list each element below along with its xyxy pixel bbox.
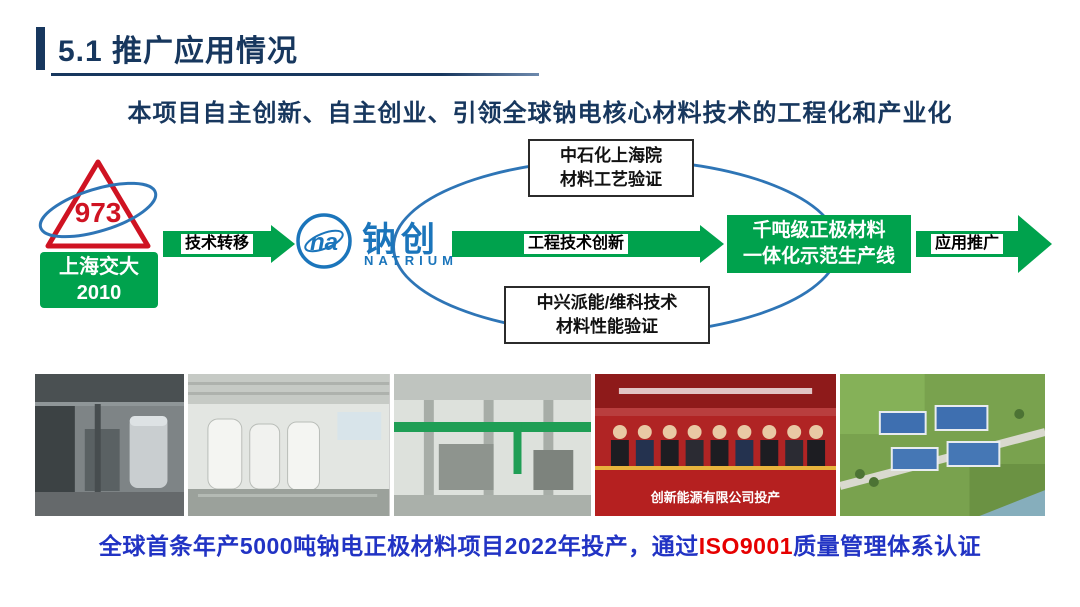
arrow-tech-transfer-label: 技术转移 (180, 234, 253, 254)
program-973-logo-icon: 973 (38, 159, 158, 249)
validation-box-top-line1: 中石化上海院 (560, 146, 662, 165)
program-973-number: 973 (75, 197, 122, 228)
photo-strip: 创新能源有限公司投产 (35, 374, 1045, 516)
photo-factory-tanks (188, 374, 390, 516)
photo-factory-equipment (35, 374, 185, 516)
arrow-application-promotion: 应用推广 (916, 215, 1052, 273)
validation-box-bottom-line1: 中兴派能/维科技术 (536, 293, 678, 312)
title-underline (51, 73, 539, 76)
slide-subtitle: 本项目自主创新、自主创业、引领全球钠电核心材料技术的工程化和产业化 (127, 100, 953, 127)
caption-iso-highlight: ISO9001 (698, 533, 794, 559)
arrow-right-icon (1018, 215, 1052, 273)
photo-factory-green-pipe (393, 374, 591, 516)
result-box-line1: 千吨级正极材料 (752, 220, 886, 242)
arrow-engineering-innovation-body: 工程技术创新 (452, 231, 700, 257)
arrow-right-icon (271, 225, 295, 263)
arrow-tech-transfer: 技术转移 (163, 225, 295, 263)
title-accent-bar (36, 27, 45, 70)
result-box-line2: 一体化示范生产线 (742, 246, 895, 267)
arrow-tech-transfer-body: 技术转移 (163, 231, 271, 257)
arrow-engineering-innovation: 工程技术创新 (452, 225, 724, 263)
ceremony-people (610, 425, 825, 470)
validation-box-bottom-line2: 材料性能验证 (556, 316, 658, 336)
arrow-right-icon (700, 225, 724, 263)
validation-box-top-line2: 材料工艺验证 (560, 169, 662, 189)
photo-opening-ceremony: 创新能源有限公司投产 (594, 374, 836, 516)
validation-box-bottom: 中兴派能/维科技术 材料性能验证 (504, 286, 710, 344)
photo-aerial-industrial-park (839, 374, 1045, 516)
arrow-application-promotion-label: 应用推广 (930, 234, 1003, 254)
bottom-caption: 全球首条年产5000吨钠电正极材料项目2022年投产，通过ISO9001质量管理… (0, 527, 1080, 561)
source-org-name: 上海交大 (59, 256, 139, 278)
validation-box-top: 中石化上海院 材料工艺验证 (528, 139, 694, 197)
ceremony-banner-text: 创新能源有限公司投产 (650, 490, 780, 505)
caption-text-lead: 全球首条年产5000吨钠电正极材料项目2022年投产，通过 (98, 533, 699, 559)
source-org-box: 上海交大 2010 (40, 252, 158, 308)
result-production-line-box: 千吨级正极材料 一体化示范生产线 (727, 215, 911, 273)
natrium-logo-icon: na (296, 213, 352, 269)
arrow-application-promotion-body: 应用推广 (916, 231, 1018, 257)
caption-text-tail: 质量管理体系认证 (793, 533, 982, 559)
natrium-name-en: NATRIUM (364, 253, 458, 268)
natrium-name-zh: 钠创 (362, 221, 440, 259)
page-title: 5.1 推广应用情况 (58, 35, 299, 68)
arrow-engineering-innovation-label: 工程技术创新 (523, 234, 628, 254)
source-org-year: 2010 (76, 282, 122, 304)
